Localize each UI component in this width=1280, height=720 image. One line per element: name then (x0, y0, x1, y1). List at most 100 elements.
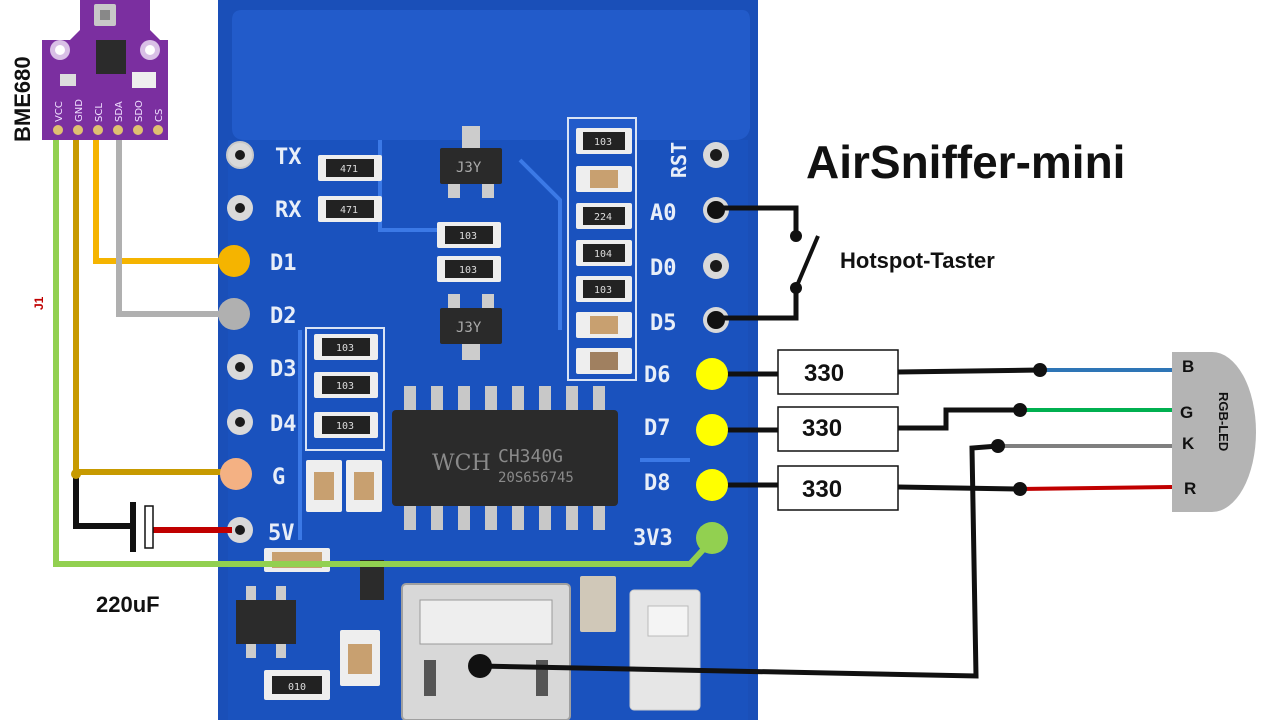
junction-r (1013, 482, 1027, 496)
pin-label-d0: D0 (650, 256, 677, 281)
smd-code: 471 (340, 205, 358, 216)
wire-d5-button (716, 292, 799, 321)
sensor-pin-gnd: GND (74, 99, 85, 122)
smd-code: J3Y (456, 320, 482, 336)
pad-g (220, 458, 252, 490)
smd-code: 103 (336, 421, 354, 432)
sensor-pin-sdo: SDO (134, 100, 145, 122)
pad-d8 (696, 469, 728, 501)
resistor-value: 330 (802, 415, 842, 442)
wire-gnd-led (479, 443, 999, 679)
smd-code: 103 (594, 285, 612, 296)
ch340g-chip: WCH CH340G 20S656745 (392, 386, 618, 530)
wire-vcc (53, 140, 715, 567)
sensor-label: BME680 (10, 56, 35, 142)
smd-resistors-right-column: 103 224 104 103 (567, 117, 637, 381)
capacitor-label: 220uF (96, 592, 160, 617)
pin-label-d4: D4 (270, 412, 297, 437)
wire-res-b (897, 367, 1041, 375)
pin-label-g: G (272, 465, 285, 490)
pin-label-d3: D3 (270, 357, 297, 382)
left-header-pads (226, 141, 254, 543)
left-pin-labels: TX RX D1 D2 D3 D4 G 5V (268, 145, 302, 546)
page-title: AirSniffer-mini (806, 136, 1125, 188)
junction-dots (71, 201, 1047, 678)
junction-cap-gnd (71, 469, 81, 479)
wire-scl (93, 140, 232, 264)
smd-code: 103 (336, 343, 354, 354)
button-label: Hotspot-Taster (840, 248, 995, 273)
chip-logo: WCH (432, 451, 491, 476)
wire-res-g (898, 407, 1020, 431)
sensor-pin-sda: SDA (114, 101, 125, 122)
junction-a0 (707, 201, 725, 219)
pin-label-tx: TX (275, 145, 302, 170)
smd-code: 103 (459, 231, 477, 242)
pad-d6 (696, 358, 728, 390)
junction-usb-gnd (468, 654, 492, 678)
resistor-d6 (777, 349, 899, 395)
pin-label-a0: A0 (650, 201, 677, 226)
led-pin-b: B (1182, 357, 1194, 376)
led-label: RGB-LED (1216, 392, 1231, 451)
led-pin-r: R (1184, 479, 1196, 498)
wire-led-r (1019, 485, 1173, 491)
pin-label-rx: RX (275, 198, 302, 223)
pad-d7 (696, 414, 728, 446)
junction-d5 (707, 311, 725, 329)
pin-label-rst: RST (667, 142, 691, 178)
junction-b (1033, 363, 1047, 377)
rgb-led: B G K R RGB-LED (1172, 352, 1256, 512)
wire-a0-button (716, 205, 799, 232)
sensor-pin-vcc: VCC (54, 101, 65, 122)
sensor-pin-cs: CS (154, 109, 165, 122)
smd-resistors-top-left: 471 471 (318, 155, 382, 222)
pin-label-d2: D2 (270, 304, 297, 329)
smd-code: 104 (594, 249, 612, 260)
pin-label-5v: 5V (268, 521, 295, 546)
regulator-top: J3Y (440, 126, 502, 198)
wire-cap-neg (73, 472, 132, 529)
smd-code: J3Y (456, 160, 482, 176)
resistor-value: 330 (804, 360, 844, 387)
smd-resistors-left-of-chip: 103 103 103 (305, 327, 385, 451)
smd-code: 103 (336, 381, 354, 392)
led-pin-g: G (1180, 403, 1193, 422)
pin-label-d8: D8 (644, 471, 671, 496)
smd-code: 103 (594, 137, 612, 148)
chip-text: 20S656745 (498, 470, 574, 486)
smd-code: 103 (459, 265, 477, 276)
board-bottom-components: 010 (236, 460, 701, 711)
resistor-d7 (777, 406, 899, 452)
wire-gnd (73, 140, 234, 475)
pin-label-d1: D1 (270, 251, 297, 276)
wire-res-r (897, 484, 1021, 492)
resistor-boxes: 330 330 330 (777, 349, 899, 511)
capacitor-220uf (130, 502, 154, 552)
pin-label-d7: D7 (644, 416, 671, 441)
sensor-pin-scl: SCL (94, 103, 105, 122)
pad-d1 (218, 245, 250, 277)
hotspot-button-symbol (790, 230, 820, 294)
pin-label-d5: D5 (650, 311, 677, 336)
regulator-bottom: J3Y (440, 294, 502, 360)
resistor-value: 330 (802, 476, 842, 503)
smd-code: 471 (340, 164, 358, 175)
pad-d2 (218, 298, 250, 330)
resistor-d8 (777, 465, 899, 511)
junction-g (1013, 403, 1027, 417)
chip-text: CH340G (498, 446, 563, 467)
pin-label-d6: D6 (644, 363, 671, 388)
junction-k (991, 439, 1005, 453)
bme680-sensor-board: VCC GND SCL SDA SDO CS (42, 0, 168, 140)
smd-code: 224 (594, 212, 612, 223)
wire-sda (116, 140, 232, 317)
pin-label-3v3: 3V3 (633, 526, 673, 551)
jumper-label: J1 (32, 296, 46, 310)
right-pin-labels: RST A0 D0 D5 D6 D7 D8 3V3 (633, 142, 691, 551)
smd-resistors-middle: 103 103 (437, 222, 501, 282)
micro-usb-connector (401, 583, 571, 720)
pin-highlights (218, 245, 728, 554)
